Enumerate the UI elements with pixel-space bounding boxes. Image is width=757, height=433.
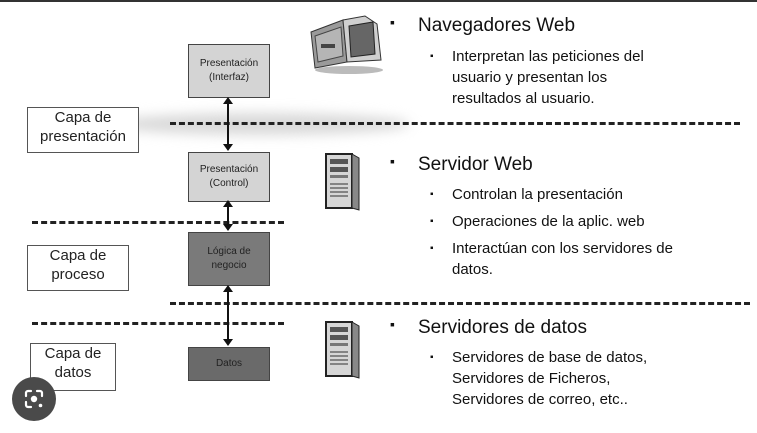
lens-icon: [24, 389, 44, 409]
layer-presentation-label: Capa de presentación: [27, 107, 139, 153]
stack-interface-label: Presentación (Interfaz): [199, 58, 259, 83]
browsers-bullet-1: Interpretan las peticiones del usuario y…: [430, 46, 644, 109]
computer-icon: [310, 15, 383, 74]
separator-process-top: [32, 221, 284, 224]
stack-data-label: Datos: [215, 358, 243, 369]
top-border: [0, 0, 757, 2]
arrow-up-2: [223, 200, 233, 207]
data-servers-heading: Servidores de datos: [390, 316, 587, 339]
web-server-icon: [325, 153, 360, 211]
web-server-bullet-1: Controlan la presentación: [430, 184, 623, 205]
arrow-down-3: [223, 339, 233, 346]
arrow-up-3: [223, 285, 233, 292]
web-server-bullet-3: Interactúan con los servidores de datos.: [430, 238, 673, 280]
arrow-down-1: [223, 144, 233, 151]
stack-logic-box: Lógica de negocio: [188, 232, 270, 286]
stack-logic-label: Lógica de negocio: [207, 246, 251, 271]
data-server-icon: [325, 321, 360, 379]
arrow-down-2: [223, 224, 233, 231]
browsers-heading: Navegadores Web: [390, 14, 575, 37]
lens-search-button[interactable]: [12, 377, 56, 421]
stack-data-box: Datos: [188, 347, 270, 381]
separator-presentation: [170, 122, 740, 125]
web-server-bullet-2: Operaciones de la aplic. web: [430, 211, 645, 232]
stack-control-box: Presentación (Control): [188, 152, 270, 202]
connector-1: [227, 104, 229, 144]
data-servers-bullet-1: Servidores de base de datos, Servidores …: [430, 347, 647, 410]
arrow-up-1: [223, 97, 233, 104]
separator-process-right: [170, 302, 750, 305]
layer-process-label: Capa de proceso: [27, 245, 129, 291]
stack-control-label: Presentación (Control): [199, 164, 259, 189]
connector-2: [227, 207, 229, 225]
web-server-heading: Servidor Web: [390, 153, 533, 176]
separator-data-top: [32, 322, 284, 325]
stack-interface-box: Presentación (Interfaz): [188, 44, 270, 98]
connector-3: [227, 292, 229, 340]
